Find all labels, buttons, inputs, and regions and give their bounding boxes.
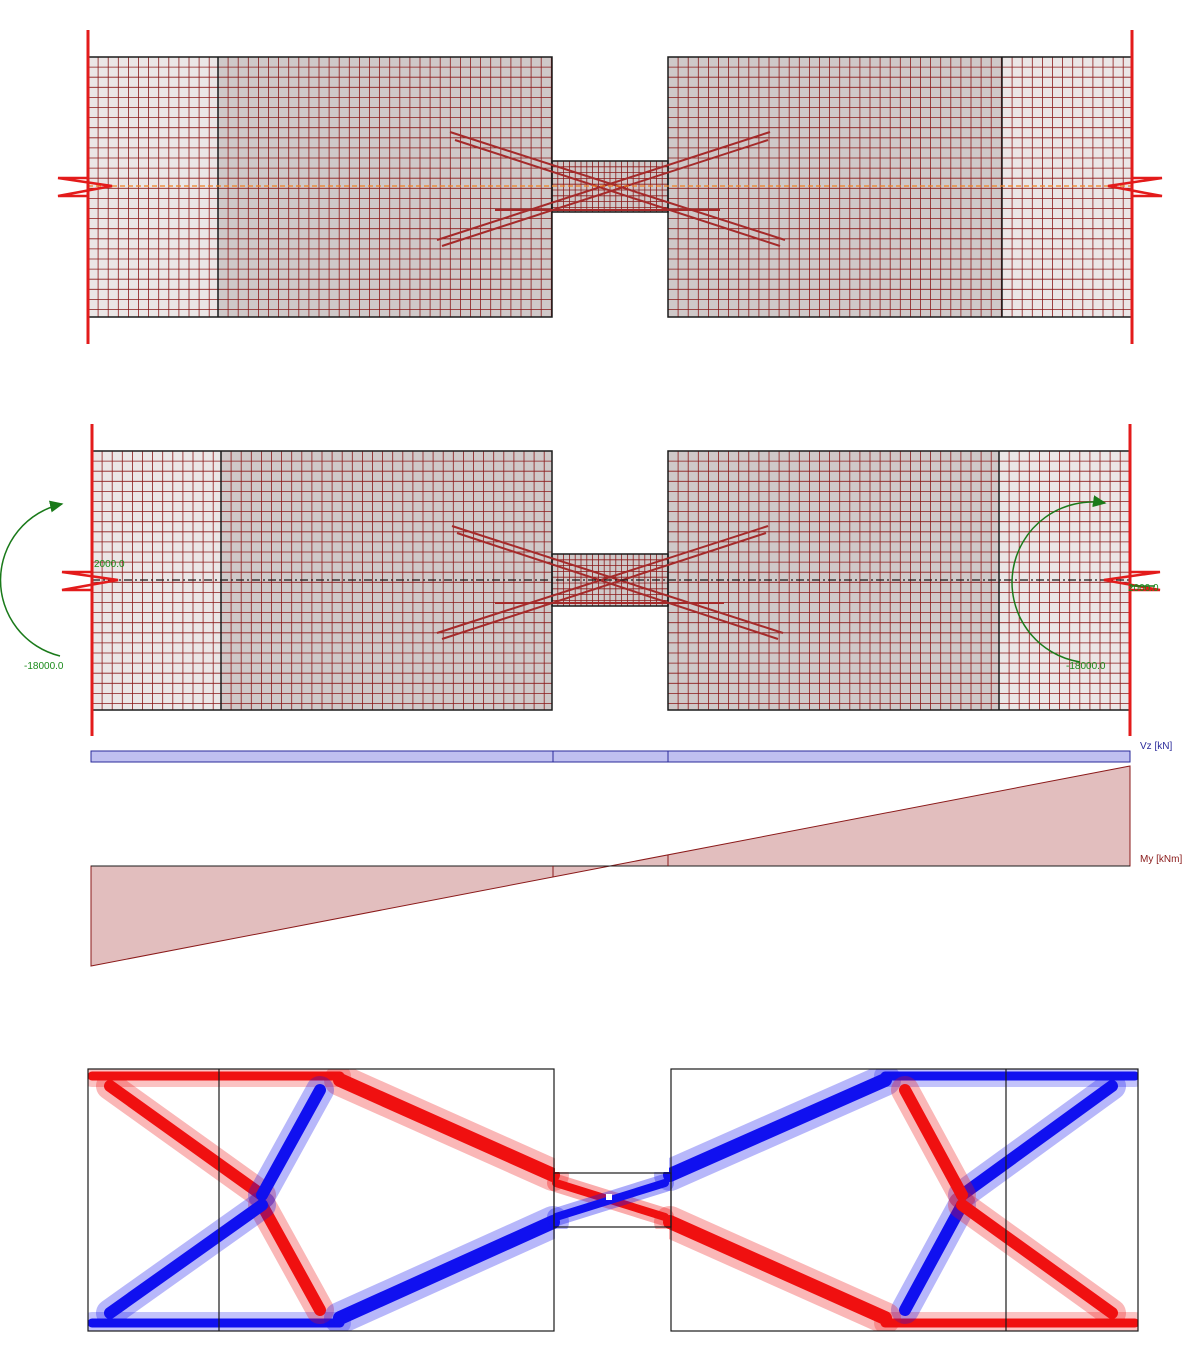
- right-axial-load-label: 2000.0: [1128, 583, 1159, 594]
- vz-band: [90, 750, 1131, 763]
- panel3-masks: [60, 1055, 1180, 1345]
- topology-result-panel: [60, 1055, 1180, 1345]
- right-block-struts: [654, 1064, 1146, 1334]
- my-label: My [kNm]: [1140, 854, 1182, 865]
- diagonal-reinforcement-loaded: [436, 525, 784, 640]
- left-axial-load-label: 2000.0: [94, 559, 125, 570]
- strut-tie-fields: [81, 1064, 1146, 1334]
- topology-outlines: [87, 1068, 1139, 1332]
- my-area-negative: [90, 865, 611, 967]
- left-moment-label: -18000.0: [24, 661, 64, 672]
- mesh-inner-zone-left: [217, 56, 552, 317]
- vz-label: Vz [kN]: [1140, 741, 1172, 752]
- left-support: [57, 30, 113, 344]
- internal-force-diagrams: Vz [kN] My [kNm]: [90, 741, 1182, 967]
- left-block-struts: [81, 1064, 569, 1334]
- left-support-loaded: [61, 424, 119, 736]
- right-support-loaded: [1103, 424, 1161, 736]
- my-area-positive: [609, 765, 1131, 867]
- left-moment-arrow: [0, 500, 64, 657]
- my-diagram: My [kNm]: [90, 765, 1182, 967]
- mesh-model-panel: [57, 30, 1163, 344]
- right-support: [1107, 30, 1163, 344]
- loaded-model-panel: 2000.0 2000.0 -18000.0 -18000.0: [0, 424, 1161, 736]
- connection-struts: [547, 1174, 674, 1226]
- mesh-inner-zone-right: [667, 56, 1002, 317]
- right-moment-arrow: [1011, 495, 1107, 663]
- right-moment-label: -18000.0: [1066, 661, 1106, 672]
- vz-diagram: Vz [kN]: [90, 741, 1172, 763]
